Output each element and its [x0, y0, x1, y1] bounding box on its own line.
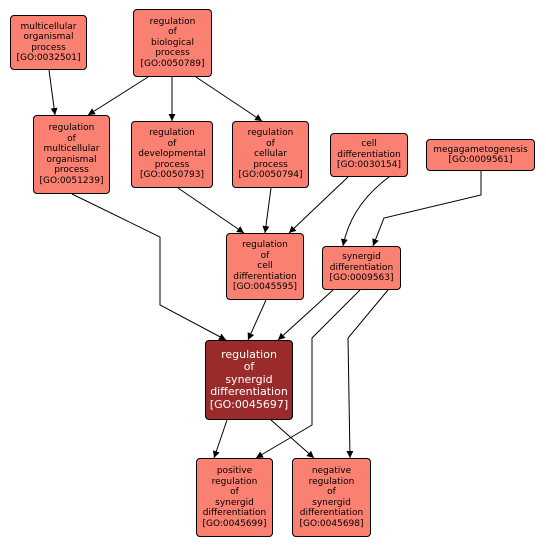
node-label-line: differentiation [233, 271, 297, 282]
node-label-line: of [260, 250, 270, 261]
node-label-line: regulation [48, 123, 95, 133]
node-label-line: of [167, 138, 177, 149]
node-label-line: of [243, 360, 255, 374]
node-label-line: synergid [215, 497, 254, 508]
node-label-line: of [168, 27, 177, 38]
edge-0050793-0045595 [177, 187, 245, 234]
edge-0030154-0045595 [288, 176, 349, 234]
node-label-line: cellular [254, 149, 287, 160]
edge-0050789-0050794 [195, 76, 263, 122]
node-label-line: process [31, 42, 66, 53]
node-label-line: differentiation [299, 508, 364, 518]
edge-0045697-0045698 [270, 419, 315, 459]
edge-0009563-0045697 [277, 289, 334, 341]
edge-0045595-0045697 [247, 299, 267, 341]
edges [48, 69, 482, 459]
node-label-line: [GO:0045595] [232, 282, 298, 293]
node-label-line: differentiation [202, 508, 267, 518]
node-label-line: regulation [149, 128, 195, 139]
edge-0009563-0045699 [255, 289, 361, 459]
node-label-line: [GO:0030154] [336, 160, 402, 171]
edge-0050794-0045595 [262, 187, 272, 234]
node-label-line: process [154, 159, 190, 170]
edge-0050789-0051239 [87, 76, 149, 116]
node-label-line: [GO:0045699] [202, 518, 267, 529]
node-label-line: organismal [23, 32, 74, 42]
node-label-line: [GO:0045697] [209, 397, 289, 411]
node-label-line: differentiation [329, 262, 394, 273]
node-label-line: [GO:0009561] [448, 155, 513, 165]
node-label-line: multicellular [43, 144, 100, 154]
node-label-line: of [67, 133, 76, 144]
node-label-line: [GO:0050789] [140, 58, 205, 69]
node-label-line: process [54, 165, 89, 175]
node-label-line: process [253, 159, 288, 170]
edge-0009563-0045698 [346, 289, 389, 459]
node-label-line: regulation [211, 476, 258, 487]
node-label-line: developmental [138, 149, 206, 160]
node-label-line: [GO:0032501] [16, 53, 81, 63]
node-label-line: biological [151, 37, 194, 48]
node-label-line: [GO:0051239] [39, 175, 104, 186]
node-label-line: [GO:0050793] [139, 170, 205, 181]
node-label-line: synergid [312, 497, 351, 508]
node-label-line: positive [216, 466, 253, 476]
node-label-line: [GO:0009563] [329, 273, 394, 284]
node-label-line: synergid [342, 252, 381, 263]
node-label-line: multicellular [20, 21, 77, 32]
node-label-line: regulation [308, 476, 355, 487]
node-label-line: of [266, 138, 275, 149]
edge-0045697-0045699 [212, 419, 228, 459]
node-label-line: regulation [149, 16, 196, 27]
edge-0051239-0045697 [71, 193, 227, 341]
node-label-line: regulation [221, 347, 277, 361]
node-label-line: cell [361, 139, 377, 150]
edge-0030154-0009563 [340, 176, 390, 247]
node-label-line: differentiation [210, 385, 288, 399]
node-go-0009561[interactable]: megagametogenesis[GO:0009561] [426, 139, 535, 171]
node-label-line: process [155, 48, 190, 59]
node-label-line: organismal [46, 154, 97, 165]
node-label-line: [GO:0050794] [238, 170, 303, 181]
node-label-line: megagametogenesis [433, 144, 528, 155]
edge-0009561-0009563 [372, 171, 482, 247]
node-label-line: of [327, 487, 336, 497]
node-label-line: differentiation [337, 149, 401, 160]
node-label-line: synergid [225, 372, 273, 386]
node-label-line: [GO:0045698] [299, 518, 364, 529]
node-label-line: regulation [242, 240, 288, 251]
edge-0032501-0051239 [48, 69, 58, 116]
node-label-line: cell [257, 261, 273, 272]
node-label-line: negative [311, 466, 352, 476]
node-label-line: regulation [247, 128, 294, 139]
node-label-line: of [230, 487, 239, 497]
